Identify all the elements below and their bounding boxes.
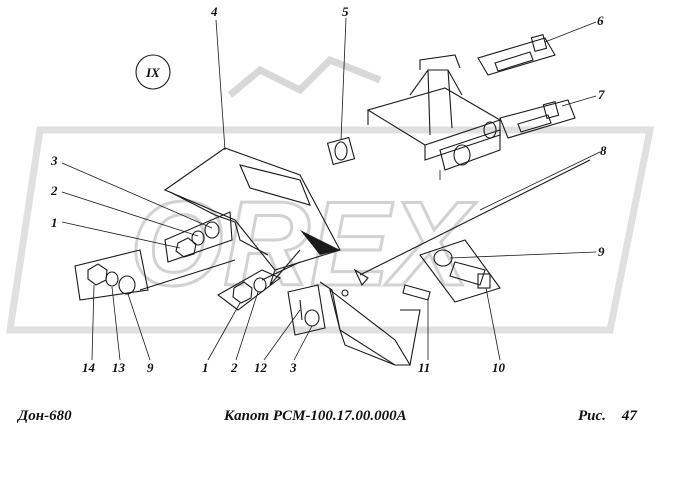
callout-9-right: 9 (598, 244, 605, 259)
callout-6: 6 (597, 13, 604, 28)
leader-lines (61, 17, 601, 361)
callout-labels: 4 5 6 7 8 3 2 1 9 14 13 9 1 2 12 3 11 10 (50, 4, 607, 375)
callout-8: 8 (600, 143, 607, 158)
figure-label: Рис. (578, 408, 606, 424)
callout-13: 13 (112, 360, 126, 375)
callout-2-top: 2 (50, 183, 58, 198)
nut-washer-set-top (164, 211, 233, 263)
assembly-title-caption: Капот РСМ-100.17.00.000А (224, 408, 407, 424)
bolt-7 (499, 99, 576, 139)
view-label: IX (135, 54, 171, 90)
callout-14: 14 (82, 360, 96, 375)
callout-11: 11 (418, 360, 430, 375)
bracket-plate (319, 281, 421, 366)
callout-7: 7 (598, 87, 605, 102)
callout-5: 5 (342, 4, 349, 19)
callout-9-left: 9 (147, 360, 154, 375)
nut-washer-set-bottom (74, 249, 236, 301)
callout-3-top: 3 (50, 153, 58, 168)
bolt-6 (477, 34, 556, 76)
figure-number: 47 (621, 408, 637, 424)
callout-1-top: 1 (51, 215, 58, 230)
callout-4: 4 (210, 4, 218, 19)
callout-2-bottom: 2 (230, 360, 238, 375)
callout-10: 10 (492, 360, 506, 375)
callout-3-bottom: 3 (289, 360, 297, 375)
bushing-part (326, 136, 356, 166)
frame-bracket (366, 54, 502, 180)
rod-8 (353, 159, 591, 287)
machine-model-caption: Дон-680 (18, 408, 72, 424)
callout-12: 12 (254, 360, 268, 375)
figure-number-caption: Рис. 47 (578, 408, 653, 425)
nut-washer-set-middle (216, 261, 301, 311)
callout-1-bottom: 1 (202, 360, 209, 375)
svg-text:IX: IX (145, 65, 160, 80)
